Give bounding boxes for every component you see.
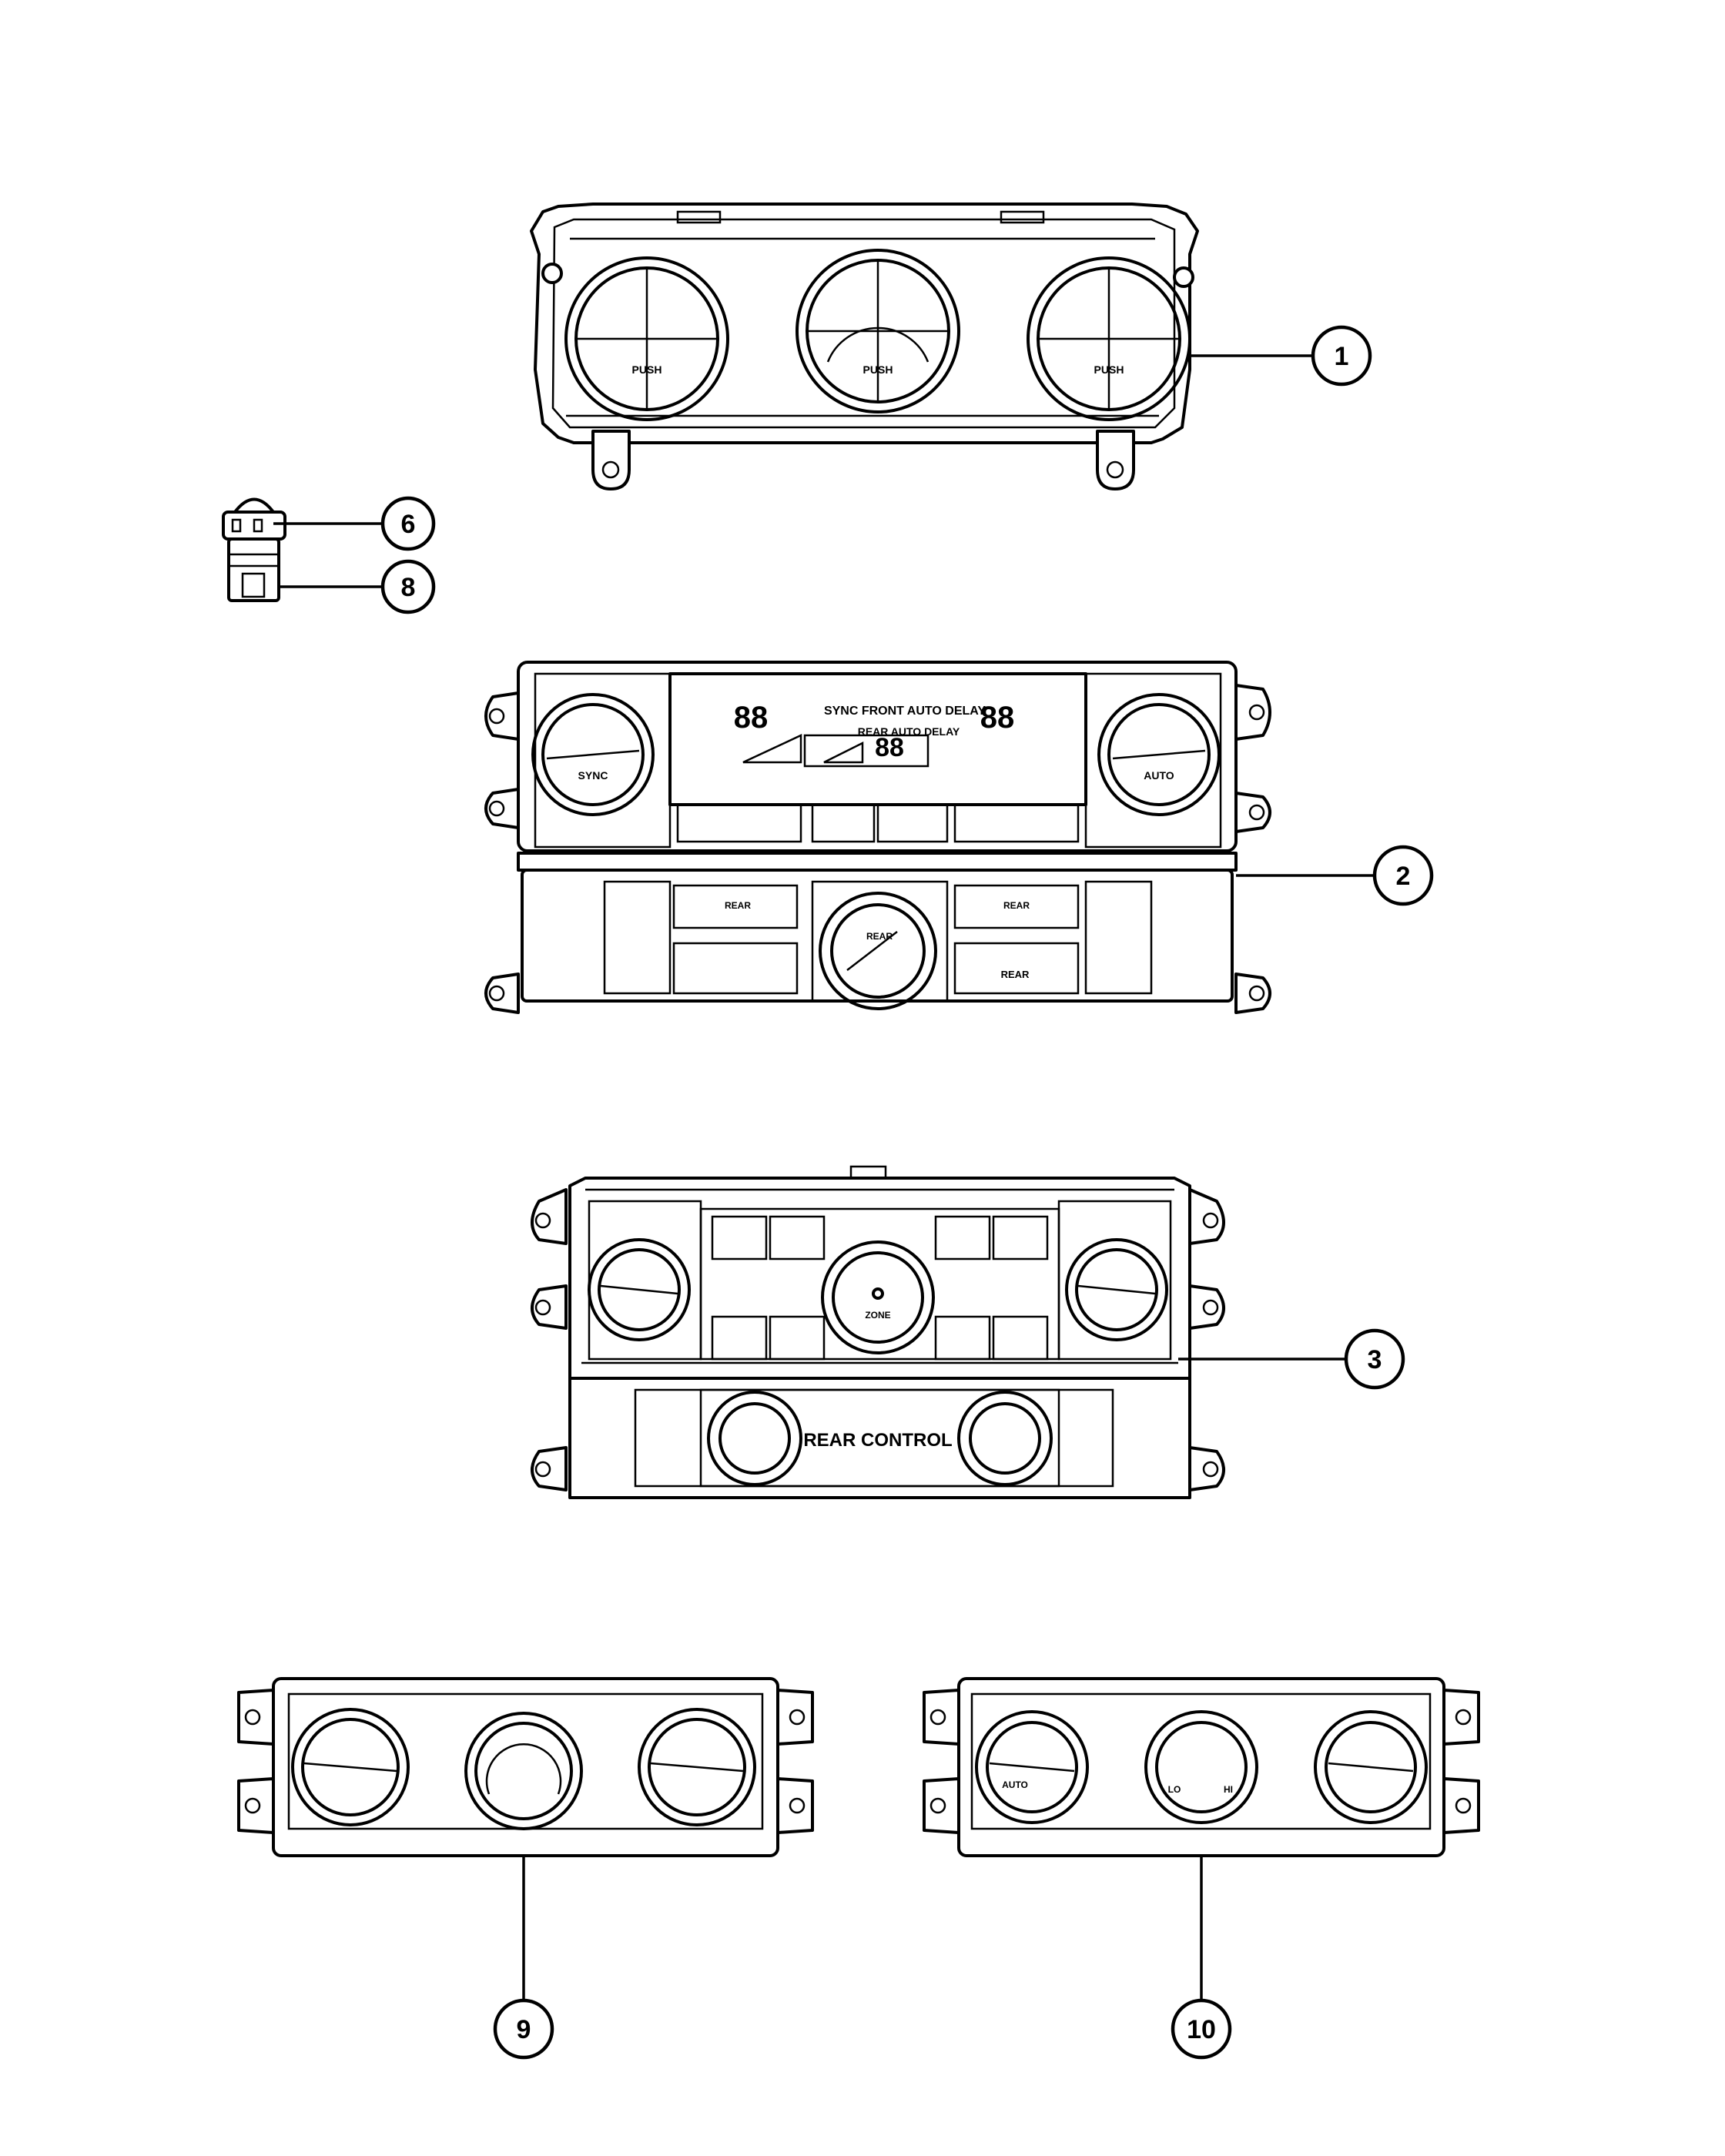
svg-text:8: 8 — [401, 573, 416, 602]
svg-text:REAR CONTROL: REAR CONTROL — [803, 1430, 952, 1451]
part-9-knob-left — [291, 1708, 410, 1826]
part-2-auto-knob: AUTO — [1097, 693, 1221, 816]
part-8-socket — [227, 537, 280, 602]
part-10-knob-left: AUTO — [975, 1710, 1089, 1824]
part-9-knob-middle — [464, 1712, 583, 1830]
part-1-knob-left: PUSH — [564, 256, 729, 421]
svg-text:9: 9 — [517, 2015, 531, 2044]
part-2-rear-knob: REAR — [811, 880, 949, 1010]
svg-text:HI: HI — [1224, 1784, 1233, 1795]
part-3-knob-left — [588, 1238, 691, 1341]
svg-text:88: 88 — [875, 733, 904, 762]
part-3-rear-knob-right — [957, 1391, 1053, 1486]
svg-text:SYNC: SYNC — [578, 769, 608, 782]
svg-text:PUSH: PUSH — [1094, 363, 1124, 376]
svg-text:88: 88 — [980, 701, 1015, 735]
part-1-control-panel: PUSH PUSH PUSH — [530, 203, 1199, 490]
svg-text:3: 3 — [1368, 1345, 1382, 1374]
svg-text:AUTO: AUTO — [1144, 769, 1174, 782]
callout-3: 3 — [1344, 1328, 1405, 1390]
svg-text:88: 88 — [734, 701, 769, 735]
part-3-knob-center: ZONE — [821, 1240, 935, 1354]
svg-text:REAR: REAR — [725, 900, 751, 911]
svg-text:PUSH: PUSH — [863, 363, 893, 376]
callout-6: 6 — [380, 496, 436, 551]
svg-text:PUSH: PUSH — [632, 363, 662, 376]
part-2-display: 88 88 SYNC FRONT AUTO DELAY REAR AUTO DE… — [734, 701, 1015, 768]
svg-text:2: 2 — [1396, 862, 1411, 891]
svg-text:ZONE: ZONE — [865, 1310, 890, 1321]
part-1-knob-middle: PUSH — [796, 249, 960, 413]
part-2-sync-knob: SYNC — [531, 693, 655, 816]
svg-text:10: 10 — [1187, 2015, 1216, 2044]
part-3-control-panel: ZONE REAR CONTROL — [531, 1165, 1225, 1499]
part-3-mount-tabs — [531, 1188, 1225, 1491]
part-10-knob-middle: LO HI — [1144, 1710, 1258, 1824]
svg-text:REAR: REAR — [866, 931, 893, 942]
svg-text:LO: LO — [1168, 1784, 1181, 1795]
callout-1: 1 — [1311, 325, 1372, 387]
svg-text:REAR: REAR — [1003, 900, 1030, 911]
svg-text:REAR: REAR — [1001, 969, 1030, 980]
svg-text:SYNC FRONT AUTO DELAY: SYNC FRONT AUTO DELAY — [824, 705, 986, 718]
part-6-bulb — [222, 497, 286, 541]
callout-2: 2 — [1372, 845, 1434, 906]
svg-text:AUTO: AUTO — [1002, 1779, 1028, 1790]
part-1-knob-right: PUSH — [1027, 256, 1191, 421]
part-3-rear-knob-left — [707, 1391, 802, 1486]
callout-8: 8 — [380, 559, 436, 614]
part-2-mount-tabs — [484, 684, 1271, 1014]
part-9-control-panel — [237, 1677, 814, 1857]
svg-text:6: 6 — [401, 510, 416, 539]
part-9-knob-right — [638, 1708, 756, 1826]
svg-text:1: 1 — [1335, 342, 1349, 371]
part-10-control-panel: AUTO LO HI — [923, 1677, 1480, 1857]
part-3-knob-right — [1065, 1238, 1168, 1341]
part-2-control-panel: 88 88 SYNC FRONT AUTO DELAY REAR AUTO DE… — [484, 661, 1271, 1014]
callout-10: 10 — [1171, 1998, 1232, 2060]
callout-9: 9 — [493, 1998, 554, 2060]
part-10-knob-right — [1314, 1710, 1428, 1824]
